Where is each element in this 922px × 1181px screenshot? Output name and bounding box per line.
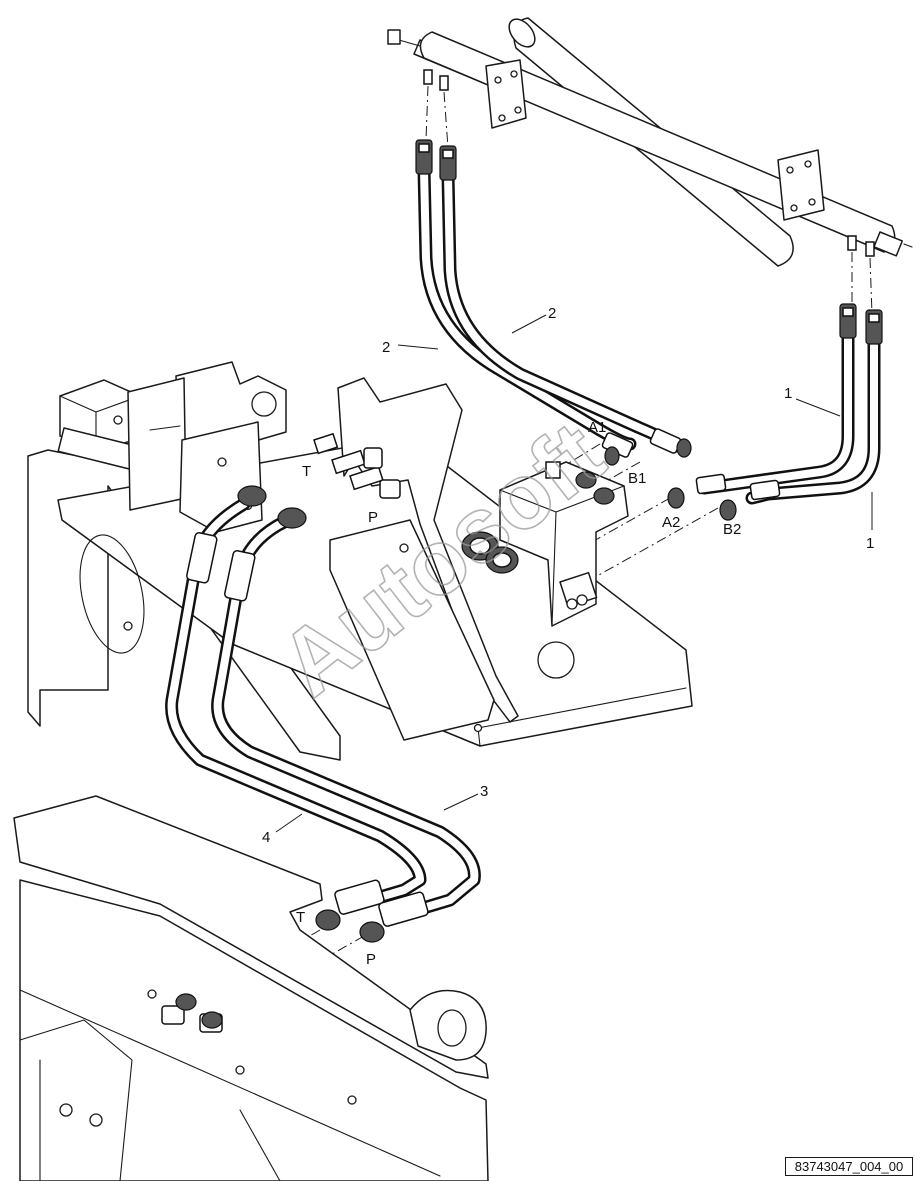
control-valve bbox=[313, 432, 629, 627]
callout-4: 4 bbox=[262, 829, 270, 846]
port-label-b2: B2 bbox=[723, 521, 741, 538]
port-label-b1: B1 bbox=[628, 470, 646, 487]
port-label-a1: A1 bbox=[588, 419, 606, 436]
callout-1-bottom: 1 bbox=[866, 535, 874, 552]
callout-2-right: 2 bbox=[548, 305, 556, 322]
mounting-bracket bbox=[27, 361, 693, 761]
port-label-p-valve: P bbox=[368, 509, 378, 526]
lower-frame bbox=[13, 795, 489, 1181]
port-label-t-valve: T bbox=[302, 463, 311, 480]
callout-3: 3 bbox=[480, 783, 488, 800]
callout-1-top: 1 bbox=[784, 385, 792, 402]
port-label-a2: A2 bbox=[662, 514, 680, 531]
port-label-t-frame: T bbox=[296, 909, 305, 926]
labels: 2 2 1 1 3 4 T P A1 B1 A2 B2 T P bbox=[262, 305, 874, 968]
port-label-p-frame: P bbox=[366, 951, 376, 968]
cylinder-assembly bbox=[387, 17, 913, 267]
hose-fittings bbox=[186, 139, 883, 943]
callout-leaders bbox=[275, 314, 873, 833]
callout-2-left: 2 bbox=[382, 339, 390, 356]
drawing-reference-number: 83743047_004_00 bbox=[785, 1157, 913, 1176]
